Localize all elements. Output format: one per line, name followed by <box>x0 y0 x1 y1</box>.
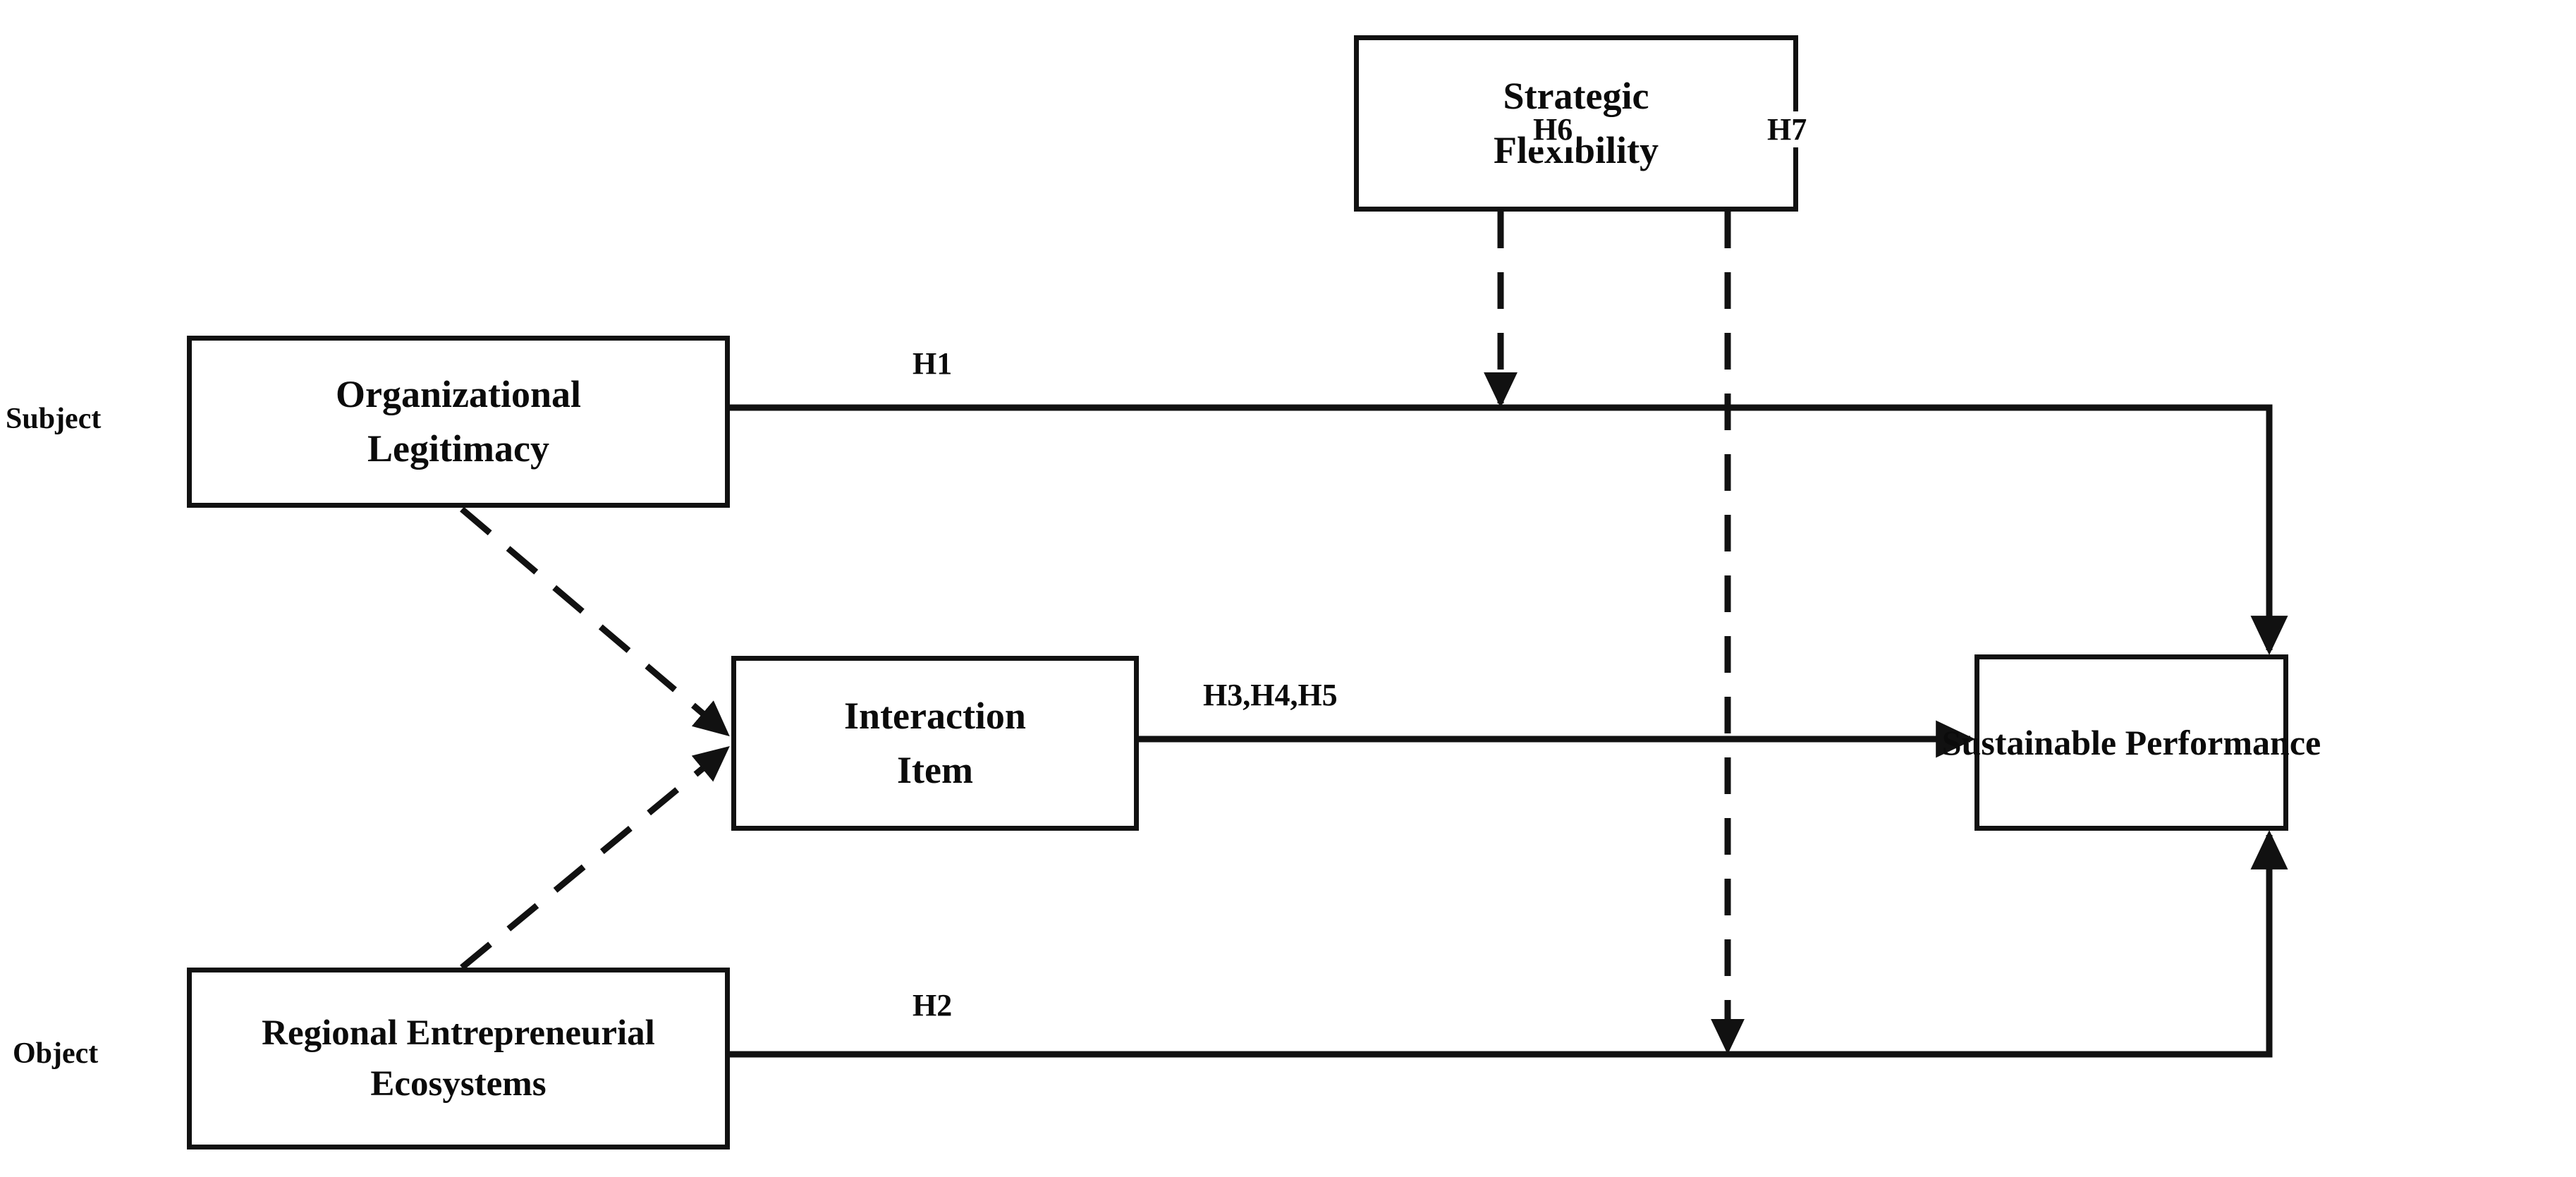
node-organizational-legitimacy[interactable]: Organizational Legitimacy <box>187 336 730 508</box>
edge-h1-path <box>730 404 2288 655</box>
edge-label-h6: H6 <box>1529 111 1577 147</box>
edge-ol-to-interaction-path <box>460 506 730 737</box>
edge-label-h7: H7 <box>1763 111 1812 147</box>
node-interaction-item-line1: Interaction <box>844 695 1026 738</box>
edge-label-h3h4h5: H3,H4,H5 <box>1199 677 1342 713</box>
node-strategic-flexibility-line1: Strategic <box>1503 75 1649 118</box>
side-label-subject: Subject <box>6 403 102 435</box>
node-regional-entrepreneurial-ecosystems[interactable]: Regional Entrepreneurial Ecosystems <box>187 968 730 1149</box>
node-interaction-item[interactable]: Interaction Item <box>731 656 1139 831</box>
node-sustainable-performance[interactable]: Sustainable Performance <box>1942 654 2321 831</box>
edge-h2-path <box>730 830 2288 1058</box>
node-interaction-item-line2: Item <box>897 749 973 791</box>
edge-label-h2: H2 <box>908 987 957 1023</box>
edge-label-h1: H1 <box>908 346 957 382</box>
edge-ree-to-interaction-path <box>460 745 730 970</box>
node-regional-entrepreneurial-ecosystems-line1: Regional Entrepreneurial <box>262 1013 655 1053</box>
node-sustainable-performance-line1: Sustainable Performance <box>1941 722 2321 762</box>
side-label-object: Object <box>13 1037 99 1070</box>
node-organizational-legitimacy-line1: Organizational <box>336 373 581 416</box>
node-organizational-legitimacy-line2: Legitimacy <box>367 427 549 470</box>
node-strategic-flexibility[interactable]: Strategic Flexibility <box>1354 35 1798 212</box>
node-regional-entrepreneurial-ecosystems-line2: Ecosystems <box>370 1064 547 1104</box>
